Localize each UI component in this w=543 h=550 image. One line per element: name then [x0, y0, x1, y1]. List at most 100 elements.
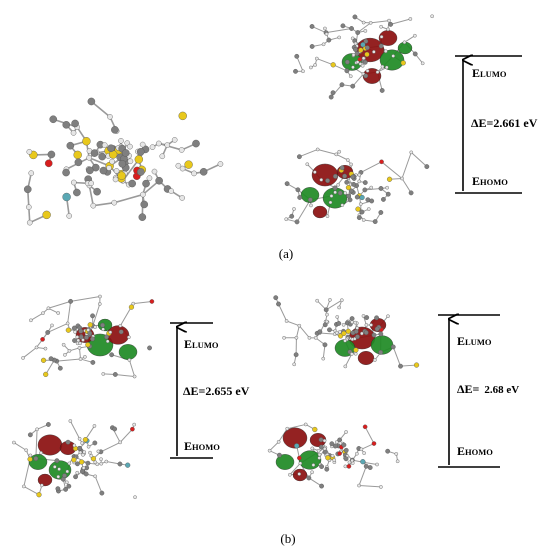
atom	[293, 352, 299, 358]
atom	[408, 190, 414, 196]
bond	[364, 187, 382, 191]
bond	[295, 325, 300, 338]
atom	[109, 352, 115, 358]
orbital-lobe	[357, 351, 375, 366]
atom	[374, 326, 380, 332]
atom	[149, 144, 156, 150]
atom	[305, 162, 310, 167]
atom	[349, 162, 353, 167]
bond	[78, 347, 82, 360]
atom	[337, 437, 343, 443]
atom	[383, 49, 388, 54]
atom	[72, 338, 77, 343]
atom	[132, 422, 136, 427]
atom	[361, 218, 366, 222]
bond	[100, 441, 121, 453]
atom	[155, 176, 163, 185]
atom	[43, 371, 49, 377]
atom	[369, 185, 373, 190]
atom	[359, 209, 365, 215]
panel-label-b: (b)	[280, 531, 295, 546]
atom	[337, 149, 342, 154]
atom	[309, 44, 315, 49]
atom	[424, 164, 430, 170]
atom	[151, 168, 158, 175]
atom	[330, 62, 336, 68]
atom	[328, 298, 332, 302]
lumo-label: ELUMO	[472, 66, 507, 80]
atom	[353, 320, 357, 325]
atom	[68, 298, 74, 304]
atom	[344, 430, 348, 434]
atom	[128, 179, 136, 188]
atom	[358, 202, 363, 206]
atom	[93, 187, 101, 196]
atom	[379, 35, 384, 39]
atom	[28, 453, 33, 458]
atom	[57, 467, 61, 471]
atom	[71, 119, 79, 128]
atom	[339, 165, 345, 171]
bond	[336, 153, 348, 161]
atom	[137, 168, 145, 176]
atom	[39, 451, 43, 455]
atom	[340, 23, 346, 29]
atom	[337, 451, 342, 456]
atom	[371, 441, 377, 446]
atom	[355, 60, 360, 64]
atom	[284, 319, 289, 323]
atom	[75, 335, 80, 339]
atom	[349, 26, 354, 31]
atom	[357, 173, 362, 177]
atom	[361, 56, 366, 61]
atom	[335, 315, 340, 319]
atom	[82, 137, 91, 146]
bond	[357, 22, 371, 33]
atom	[362, 451, 366, 455]
gap-label: ΔE=2.655 eV	[183, 384, 250, 398]
atom	[363, 38, 369, 44]
atom	[36, 492, 42, 498]
bond	[299, 148, 318, 158]
atom	[337, 35, 341, 40]
atom	[12, 440, 16, 445]
atom	[87, 322, 93, 328]
atom	[328, 200, 333, 205]
atom	[125, 462, 131, 468]
atom	[343, 447, 349, 453]
atom	[359, 194, 365, 201]
atom	[93, 325, 97, 329]
atom	[325, 312, 329, 317]
atom	[298, 461, 303, 466]
atom	[171, 137, 178, 143]
atom	[402, 40, 407, 45]
atom	[400, 60, 406, 66]
atom	[71, 325, 77, 331]
atom	[54, 458, 60, 464]
atom	[360, 459, 366, 465]
atom	[313, 63, 317, 67]
bond	[392, 346, 402, 367]
atom	[378, 210, 384, 215]
atom	[372, 219, 378, 225]
atom	[322, 438, 327, 443]
atom	[363, 29, 368, 33]
atom	[309, 24, 315, 29]
orbital-lobe	[97, 318, 113, 332]
orbital-lobe	[379, 49, 405, 71]
atom	[330, 90, 336, 96]
atom	[112, 372, 118, 377]
atom	[48, 356, 54, 362]
atom	[380, 64, 385, 69]
atom	[179, 195, 185, 201]
atom	[178, 147, 185, 153]
atom	[66, 213, 72, 219]
atom	[104, 459, 109, 464]
atom	[379, 485, 383, 489]
atom	[362, 59, 368, 65]
atom	[326, 37, 332, 43]
panel-label-a: (a)	[279, 246, 293, 261]
atom	[85, 460, 91, 466]
atom	[348, 74, 353, 79]
atom	[368, 21, 373, 25]
